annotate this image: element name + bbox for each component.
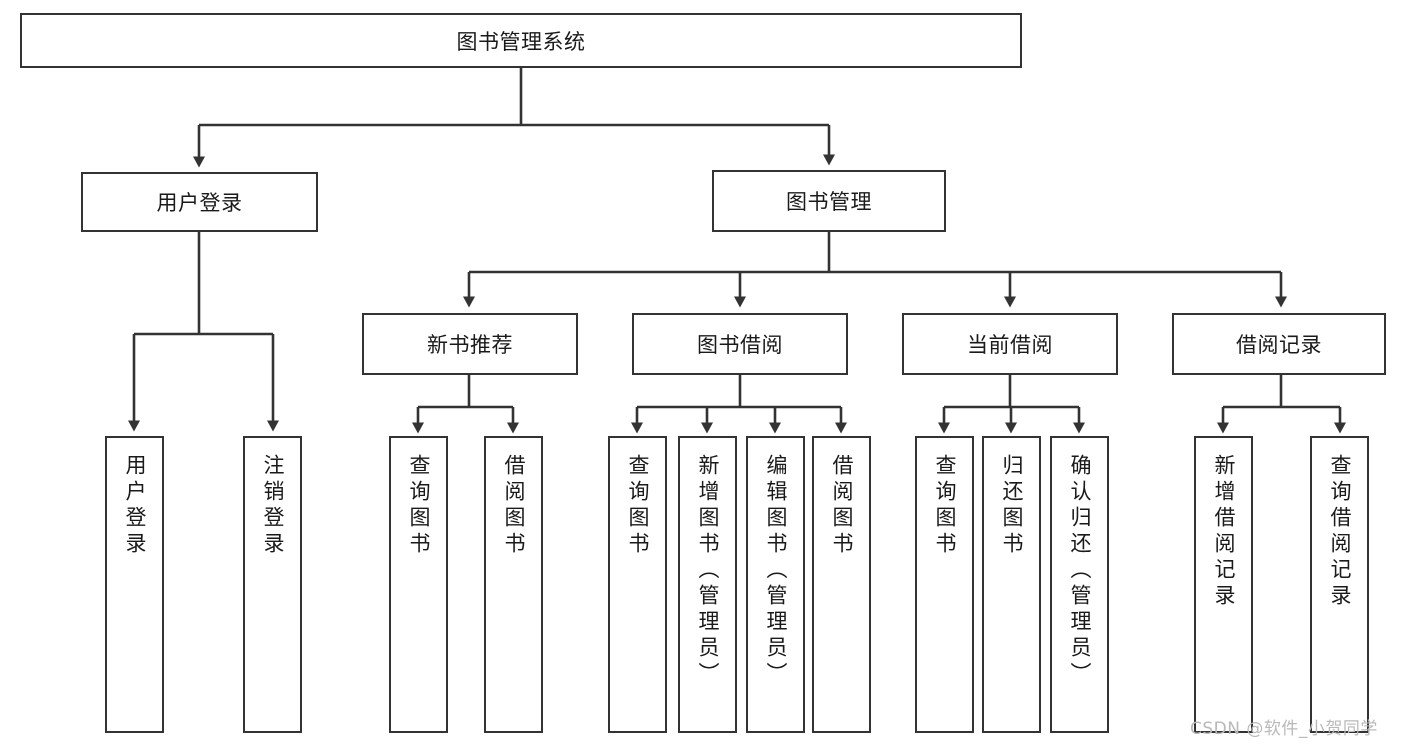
node-leaf-query-book-2[interactable]: 查询图书 xyxy=(608,436,667,733)
node-leaf-confirm-return[interactable]: 确认归还（管理员） xyxy=(1050,436,1109,733)
node-label: 查询借阅记录 xyxy=(1328,454,1352,610)
node-label: 编辑图书（管理员） xyxy=(764,454,788,688)
node-label: 确认归还（管理员） xyxy=(1068,454,1092,688)
node-new-book-recommend[interactable]: 新书推荐 xyxy=(362,313,578,375)
node-root-book-management-system[interactable]: 图书管理系统 xyxy=(20,13,1022,68)
node-label: 当前借阅 xyxy=(967,333,1053,357)
node-label: 借阅图书 xyxy=(502,454,526,558)
node-label: 注销登录 xyxy=(261,454,285,558)
node-label: 新增图书（管理员） xyxy=(696,454,720,688)
node-label: 新书推荐 xyxy=(427,333,513,357)
node-label: 借阅图书 xyxy=(830,454,854,558)
node-leaf-add-record[interactable]: 新增借阅记录 xyxy=(1194,436,1253,733)
node-leaf-borrow-book-2[interactable]: 借阅图书 xyxy=(812,436,871,733)
node-label: 归还图书 xyxy=(1000,454,1024,558)
node-label: 图书管理 xyxy=(786,190,872,214)
node-book-management[interactable]: 图书管理 xyxy=(712,170,946,232)
node-leaf-user-login[interactable]: 用户登录 xyxy=(105,436,164,733)
node-label: 用户登录 xyxy=(123,454,147,558)
node-leaf-user-logout[interactable]: 注销登录 xyxy=(243,436,302,733)
node-leaf-return-book[interactable]: 归还图书 xyxy=(982,436,1041,733)
node-label: 查询图书 xyxy=(933,454,957,558)
node-leaf-query-book-3[interactable]: 查询图书 xyxy=(915,436,974,733)
node-label: 用户登录 xyxy=(156,191,243,215)
node-label: 借阅记录 xyxy=(1236,333,1322,357)
csdn-watermark: CSDN @软件_小贺同学 xyxy=(1190,719,1378,739)
node-leaf-add-book[interactable]: 新增图书（管理员） xyxy=(678,436,737,733)
node-label: 新增借阅记录 xyxy=(1212,454,1236,610)
node-leaf-query-record[interactable]: 查询借阅记录 xyxy=(1310,436,1369,733)
node-leaf-query-book-1[interactable]: 查询图书 xyxy=(389,436,448,733)
node-label: 查询图书 xyxy=(626,454,650,558)
node-label: 图书借阅 xyxy=(697,333,783,357)
node-label: 查询图书 xyxy=(407,454,431,558)
node-user-login[interactable]: 用户登录 xyxy=(81,172,318,232)
node-current-borrow[interactable]: 当前借阅 xyxy=(902,313,1118,375)
node-book-borrow[interactable]: 图书借阅 xyxy=(632,313,848,375)
node-borrow-record[interactable]: 借阅记录 xyxy=(1172,313,1386,375)
node-leaf-edit-book[interactable]: 编辑图书（管理员） xyxy=(746,436,805,733)
node-leaf-borrow-book-1[interactable]: 借阅图书 xyxy=(484,436,543,733)
node-label: 图书管理系统 xyxy=(456,29,586,54)
